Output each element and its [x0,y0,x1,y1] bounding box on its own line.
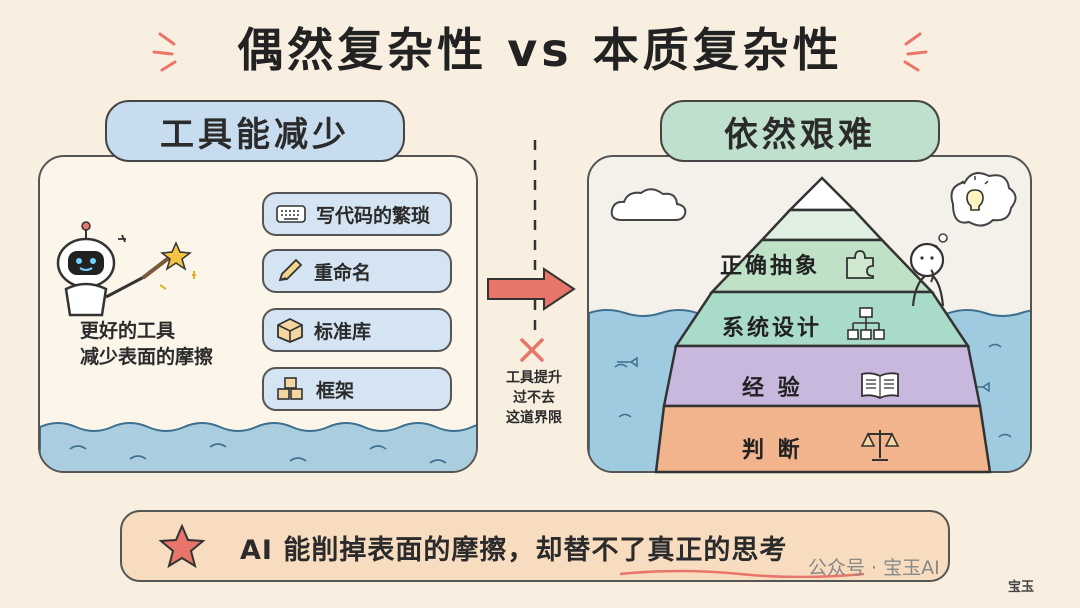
page-title: 偶然复杂性 vs 本质复杂性 [237,23,843,77]
boundary-note-line2: 过不去 [513,390,555,406]
star-icon [158,523,206,569]
tool-item-boilerplate: 写代码的繁琐 [262,192,452,236]
scales-icon [860,430,900,461]
iceberg-pyramid [654,176,992,474]
tool-item-label: 标准库 [314,320,372,343]
cloud-icon [610,188,687,221]
conclusion-text: AI 能削掉表面的摩擦，却替不了真正的思考 [240,535,788,566]
watermark-platform: 公众号 · 宝玉AI [808,557,940,579]
left-water [40,422,476,471]
blocks-icon [277,377,303,400]
keyboard-icon [276,205,306,223]
tool-item-framework: 框架 [262,367,452,411]
conclusion-banner [120,510,950,582]
accent-strokes-left-icon [152,32,177,72]
open-book-icon [861,372,899,400]
watermark-signature: 宝玉 [1008,580,1035,595]
puzzle-icon [846,250,874,279]
boundary-note-line3: 这道界限 [506,410,562,426]
cross-icon [520,338,544,362]
accent-strokes-right-icon [903,32,928,72]
layer-abstraction: 正确抽象 [720,254,821,279]
tools-heading: 工具能减少 [105,100,405,162]
tools-caption-line1: 更好的工具 [80,320,176,342]
tool-item-stdlib: 标准库 [262,308,452,352]
tool-item-rename: 重命名 [262,249,452,293]
conclusion-underline [619,569,865,578]
boundary-note: 工具提升 过不去 这道界限 [490,368,578,428]
tools-caption-line2: 减少表面的摩擦 [80,346,214,368]
org-chart-icon [847,307,885,340]
tool-item-label: 框架 [316,379,355,402]
layer-judgment: 判 断 [742,438,803,463]
robot-icon [56,221,196,317]
box-icon [277,317,303,343]
tool-item-label: 重命名 [314,261,372,284]
essential-heading: 依然艰难 [660,100,940,162]
boundary-note-line1: 工具提升 [506,370,562,386]
layer-experience: 经 验 [742,376,803,401]
thinking-person-icon [909,172,1017,307]
pencil-icon [278,258,303,282]
arrow-right-icon [487,267,576,311]
layer-system-design: 系统设计 [722,316,823,341]
tool-item-label: 写代码的繁琐 [316,204,431,227]
